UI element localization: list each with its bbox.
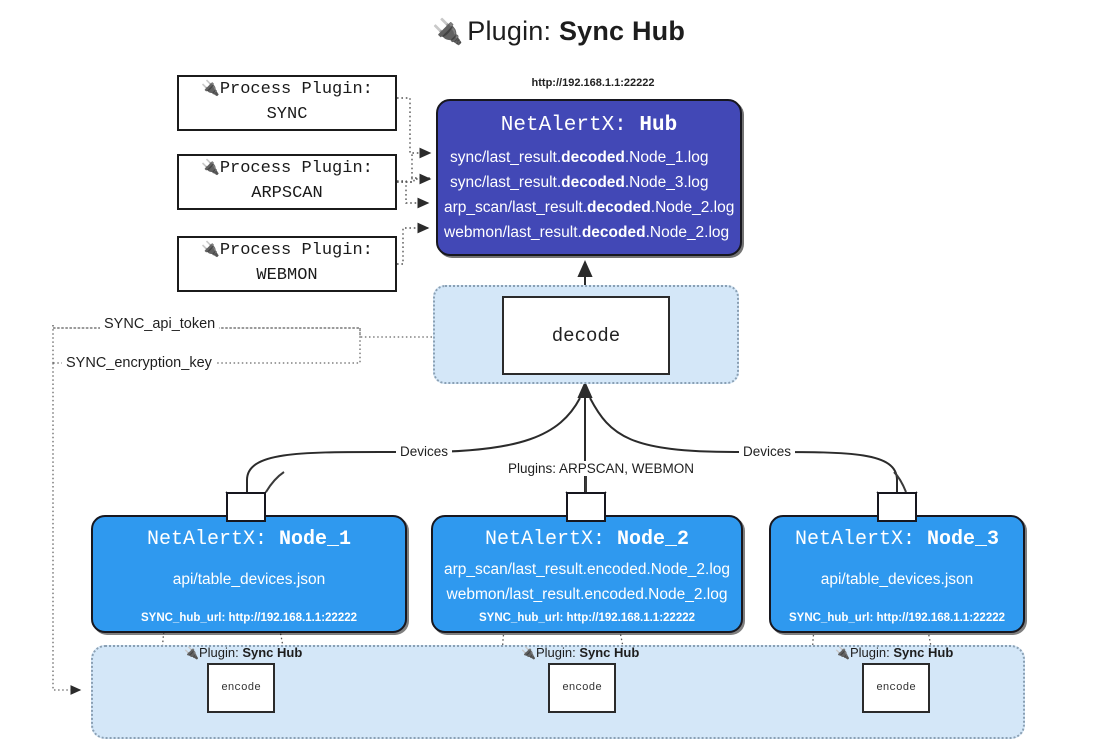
encode-plugin-name: Sync Hub (579, 645, 640, 660)
log-pre: sync/last_result. (450, 174, 562, 192)
encode-plugin-name: Sync Hub (242, 645, 303, 660)
log-pre: sync/last_result. (450, 149, 562, 166)
hub-title: NetAlertX: Hub (438, 114, 740, 137)
plug-icon: 🔌 (431, 18, 464, 46)
node-hub-url: SYNC_hub_url: http://192.168.1.1:22222 (478, 612, 696, 624)
log-post: .Node_2.log (650, 199, 735, 217)
encode-plugin-label: 🔌Plugin: Sync Hub (521, 645, 639, 660)
plug-icon: 🔌 (835, 646, 850, 660)
envelope-icon (566, 492, 606, 522)
node-line: arp_scan/last_result.encoded.Node_2.log (443, 561, 731, 578)
encode-box[interactable]: encode (862, 663, 930, 713)
node-title: NetAlertX: Node_1 (93, 528, 405, 551)
log-mid: decoded (587, 199, 651, 217)
encode-plugin-name: Sync Hub (893, 645, 954, 660)
node-app: NetAlertX: (794, 528, 915, 551)
node-2[interactable]: NetAlertX: Node_2 arp_scan/last_result.e… (431, 515, 743, 633)
hub-log-row: arp_scan/last_result.decoded.Node_2.log (438, 195, 740, 220)
process-plugin-sync[interactable]: 🔌Process Plugin: SYNC (177, 75, 397, 131)
log-pre: arp_scan/last_result. (444, 199, 588, 217)
plug-icon: 🔌 (201, 79, 220, 98)
log-mid: decoded (561, 149, 625, 166)
node-app: NetAlertX: (146, 528, 267, 551)
hub-url-label: http://192.168.1.1:22222 (531, 77, 655, 89)
log-post: .Node_2.log (645, 224, 730, 242)
node-name: Node_3 (927, 528, 1000, 551)
devices-label-right: Devices (739, 444, 796, 459)
process-plugin-name: SYNC (266, 105, 308, 124)
process-plugin-label: Process Plugin: (219, 241, 373, 261)
log-mid: decoded (561, 174, 625, 192)
node-name: Node_1 (279, 528, 352, 551)
encode-plugin-label: 🔌Plugin: Sync Hub (184, 645, 302, 660)
hub-node[interactable]: NetAlertX: Hub sync/last_result.decoded.… (436, 99, 742, 256)
title-name: Sync Hub (558, 16, 686, 46)
hub-name: Hub (639, 114, 678, 137)
envelope-icon (226, 492, 266, 522)
hub-log-row: sync/last_result.decoded.Node_1.log (438, 145, 740, 170)
node-title: NetAlertX: Node_2 (433, 528, 741, 551)
hub-log-row: sync/last_result.decoded.Node_3.log (438, 170, 740, 195)
plugins-label: Plugins: ARPSCAN, WEBMON (504, 461, 699, 476)
node-1[interactable]: NetAlertX: Node_1 api/table_devices.json… (91, 515, 407, 633)
devices-label-left: Devices (396, 444, 453, 459)
encode-plugin-prefix: Plugin: (849, 645, 890, 660)
page-title: 🔌Plugin: Sync Hub (0, 16, 1117, 47)
process-plugin-arpscan[interactable]: 🔌Process Plugin: ARPSCAN (177, 154, 397, 210)
plug-icon: 🔌 (184, 646, 199, 660)
hub-log-list: sync/last_result.decoded.Node_1.log sync… (438, 145, 740, 245)
encode-plugin-prefix: Plugin: (198, 645, 239, 660)
node-hub-url: SYNC_hub_url: http://192.168.1.1:22222 (140, 612, 358, 624)
node-3[interactable]: NetAlertX: Node_3 api/table_devices.json… (769, 515, 1025, 633)
encode-box[interactable]: encode (207, 663, 275, 713)
encode-plugin-label: 🔌Plugin: Sync Hub (835, 645, 953, 660)
node-hub-url: SYNC_hub_url: http://192.168.1.1:22222 (788, 612, 1006, 624)
process-plugin-name: ARPSCAN (251, 184, 323, 203)
node-line: webmon/last_result.encoded.Node_2.log (446, 586, 728, 604)
node-name: Node_2 (617, 528, 690, 551)
node-app: NetAlertX: (484, 528, 605, 551)
title-prefix: Plugin: (467, 16, 552, 46)
process-plugin-webmon[interactable]: 🔌Process Plugin: WEBMON (177, 236, 397, 292)
log-mid: decoded (581, 224, 646, 242)
node-line-list: arp_scan/last_result.encoded.Node_2.log … (433, 557, 741, 607)
process-plugin-label: Process Plugin: (219, 80, 373, 100)
decode-box[interactable]: decode (502, 296, 670, 375)
process-plugin-name: WEBMON (256, 266, 318, 285)
hub-app: NetAlertX: (500, 114, 627, 137)
sync-encryption-key-label: SYNC_encryption_key (62, 355, 216, 371)
node-line: api/table_devices.json (172, 571, 326, 588)
log-post: .Node_1.log (624, 149, 709, 166)
envelope-icon (877, 492, 917, 522)
plug-icon: 🔌 (521, 646, 536, 660)
node-title: NetAlertX: Node_3 (771, 528, 1023, 551)
encode-plugin-prefix: Plugin: (535, 645, 576, 660)
plug-icon: 🔌 (201, 240, 220, 259)
encode-box[interactable]: encode (548, 663, 616, 713)
node-line: api/table_devices.json (820, 571, 974, 588)
plug-icon: 🔌 (201, 158, 220, 177)
log-post: .Node_3.log (624, 174, 709, 192)
process-plugin-label: Process Plugin: (219, 159, 373, 179)
hub-log-row: webmon/last_result.decoded.Node_2.log (438, 220, 740, 245)
log-pre: webmon/last_result. (444, 224, 582, 242)
sync-api-token-label: SYNC_api_token (100, 316, 220, 332)
